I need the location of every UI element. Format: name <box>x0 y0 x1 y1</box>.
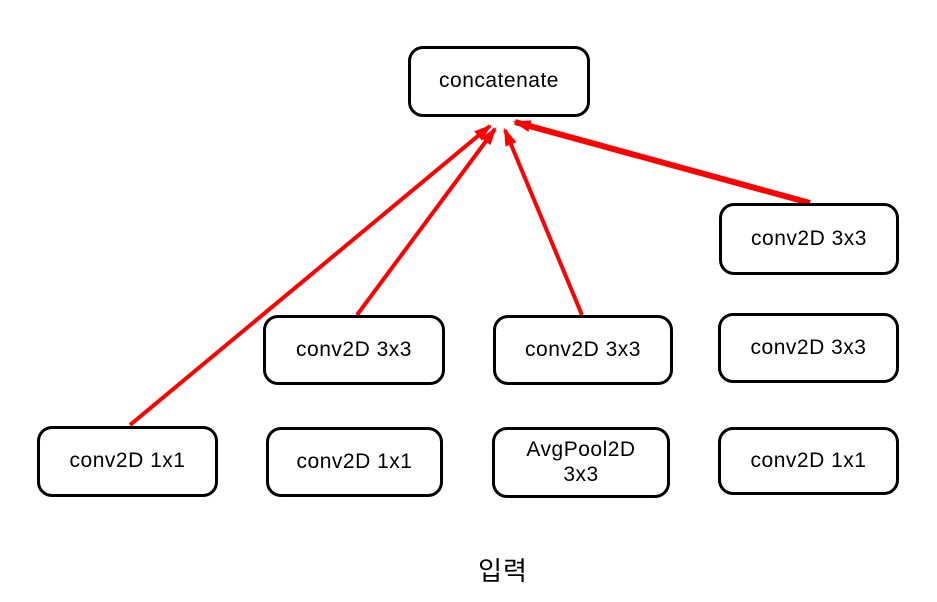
node-label: conv2D 1x1 <box>69 449 186 473</box>
node-label: conv2D 3x3 <box>751 226 867 250</box>
node-label: conv2D 1x1 <box>296 449 413 473</box>
edge-branch3-to-concatenate <box>503 127 584 316</box>
node-conv2d-1x1-branch2: conv2D 1x1 <box>266 427 443 497</box>
node-label: conv2D 1x1 <box>750 448 867 472</box>
node-concatenate: concatenate <box>408 46 590 117</box>
node-label: conv2D 3x3 <box>296 337 412 361</box>
node-conv2d-3x3-branch3: conv2D 3x3 <box>493 315 673 385</box>
node-label: conv2D 3x3 <box>750 335 867 359</box>
node-conv2d-3x3-branch2: conv2D 3x3 <box>263 315 445 385</box>
edge-branch2-to-concatenate <box>355 127 497 317</box>
node-label-line1: AvgPool2D <box>526 438 636 462</box>
node-conv2d-1x1-branch4: conv2D 1x1 <box>718 427 899 495</box>
node-conv2d-1x1-branch1: conv2D 1x1 <box>37 426 218 497</box>
node-concatenate-label: concatenate <box>439 69 559 93</box>
edge-branch4-to-concatenate <box>512 119 811 206</box>
node-label: conv2D 3x3 <box>525 337 641 361</box>
input-label: 입력 <box>478 556 528 586</box>
node-avgpool2d-3x3-branch3: AvgPool2D 3x3 <box>492 427 670 498</box>
node-conv2d-3x3-branch4-top: conv2D 3x3 <box>719 203 899 275</box>
node-conv2d-3x3-branch4-mid: conv2D 3x3 <box>718 313 899 383</box>
node-label-line2: 3x3 <box>563 462 599 486</box>
